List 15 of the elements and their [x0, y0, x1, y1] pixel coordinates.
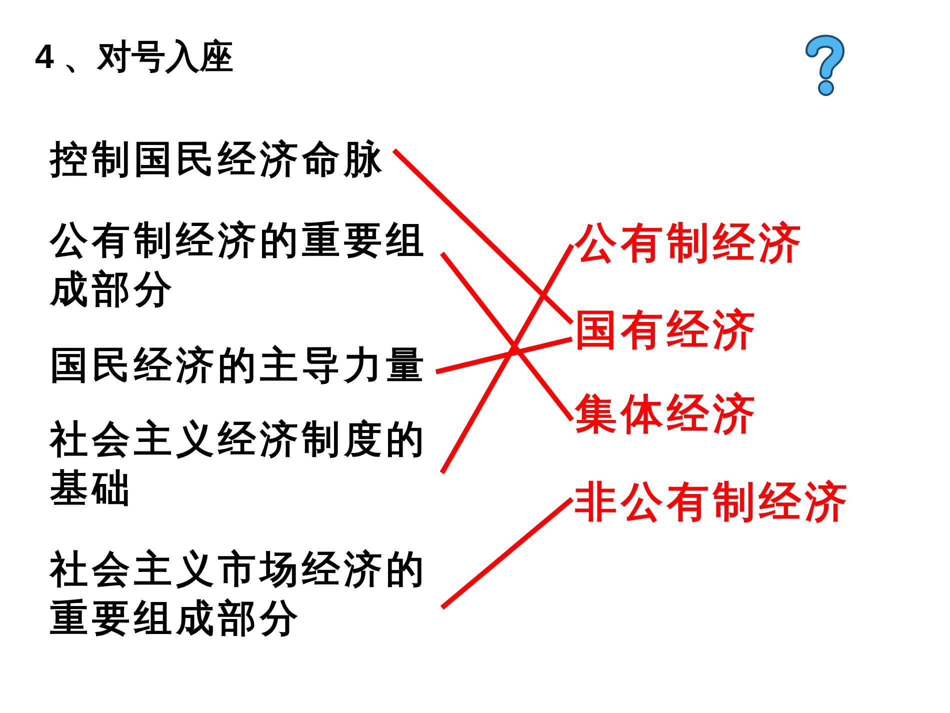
connector-line [440, 497, 574, 610]
connector-line [440, 244, 574, 474]
answer-text: 公有制经济 [572, 218, 805, 268]
statement-text: 公有制经济的重要组成部分 [50, 217, 442, 315]
connector-line [435, 336, 573, 374]
answer-text: 非公有制经济 [572, 477, 851, 527]
statement-text: 社会主义经济制度的基础 [50, 416, 442, 514]
connector-line [440, 252, 574, 422]
statement-text: 社会主义市场经济的重要组成部分 [50, 546, 442, 644]
title: 4 、对号入座 [35, 37, 234, 78]
statement-text: 控制国民经济命脉 [50, 136, 394, 185]
statement-text: 国民经济的主导力量 [50, 342, 436, 391]
connector-line [392, 148, 574, 325]
answer-text: 集体经济 [572, 389, 759, 439]
answer-text: 国有经济 [572, 305, 759, 355]
